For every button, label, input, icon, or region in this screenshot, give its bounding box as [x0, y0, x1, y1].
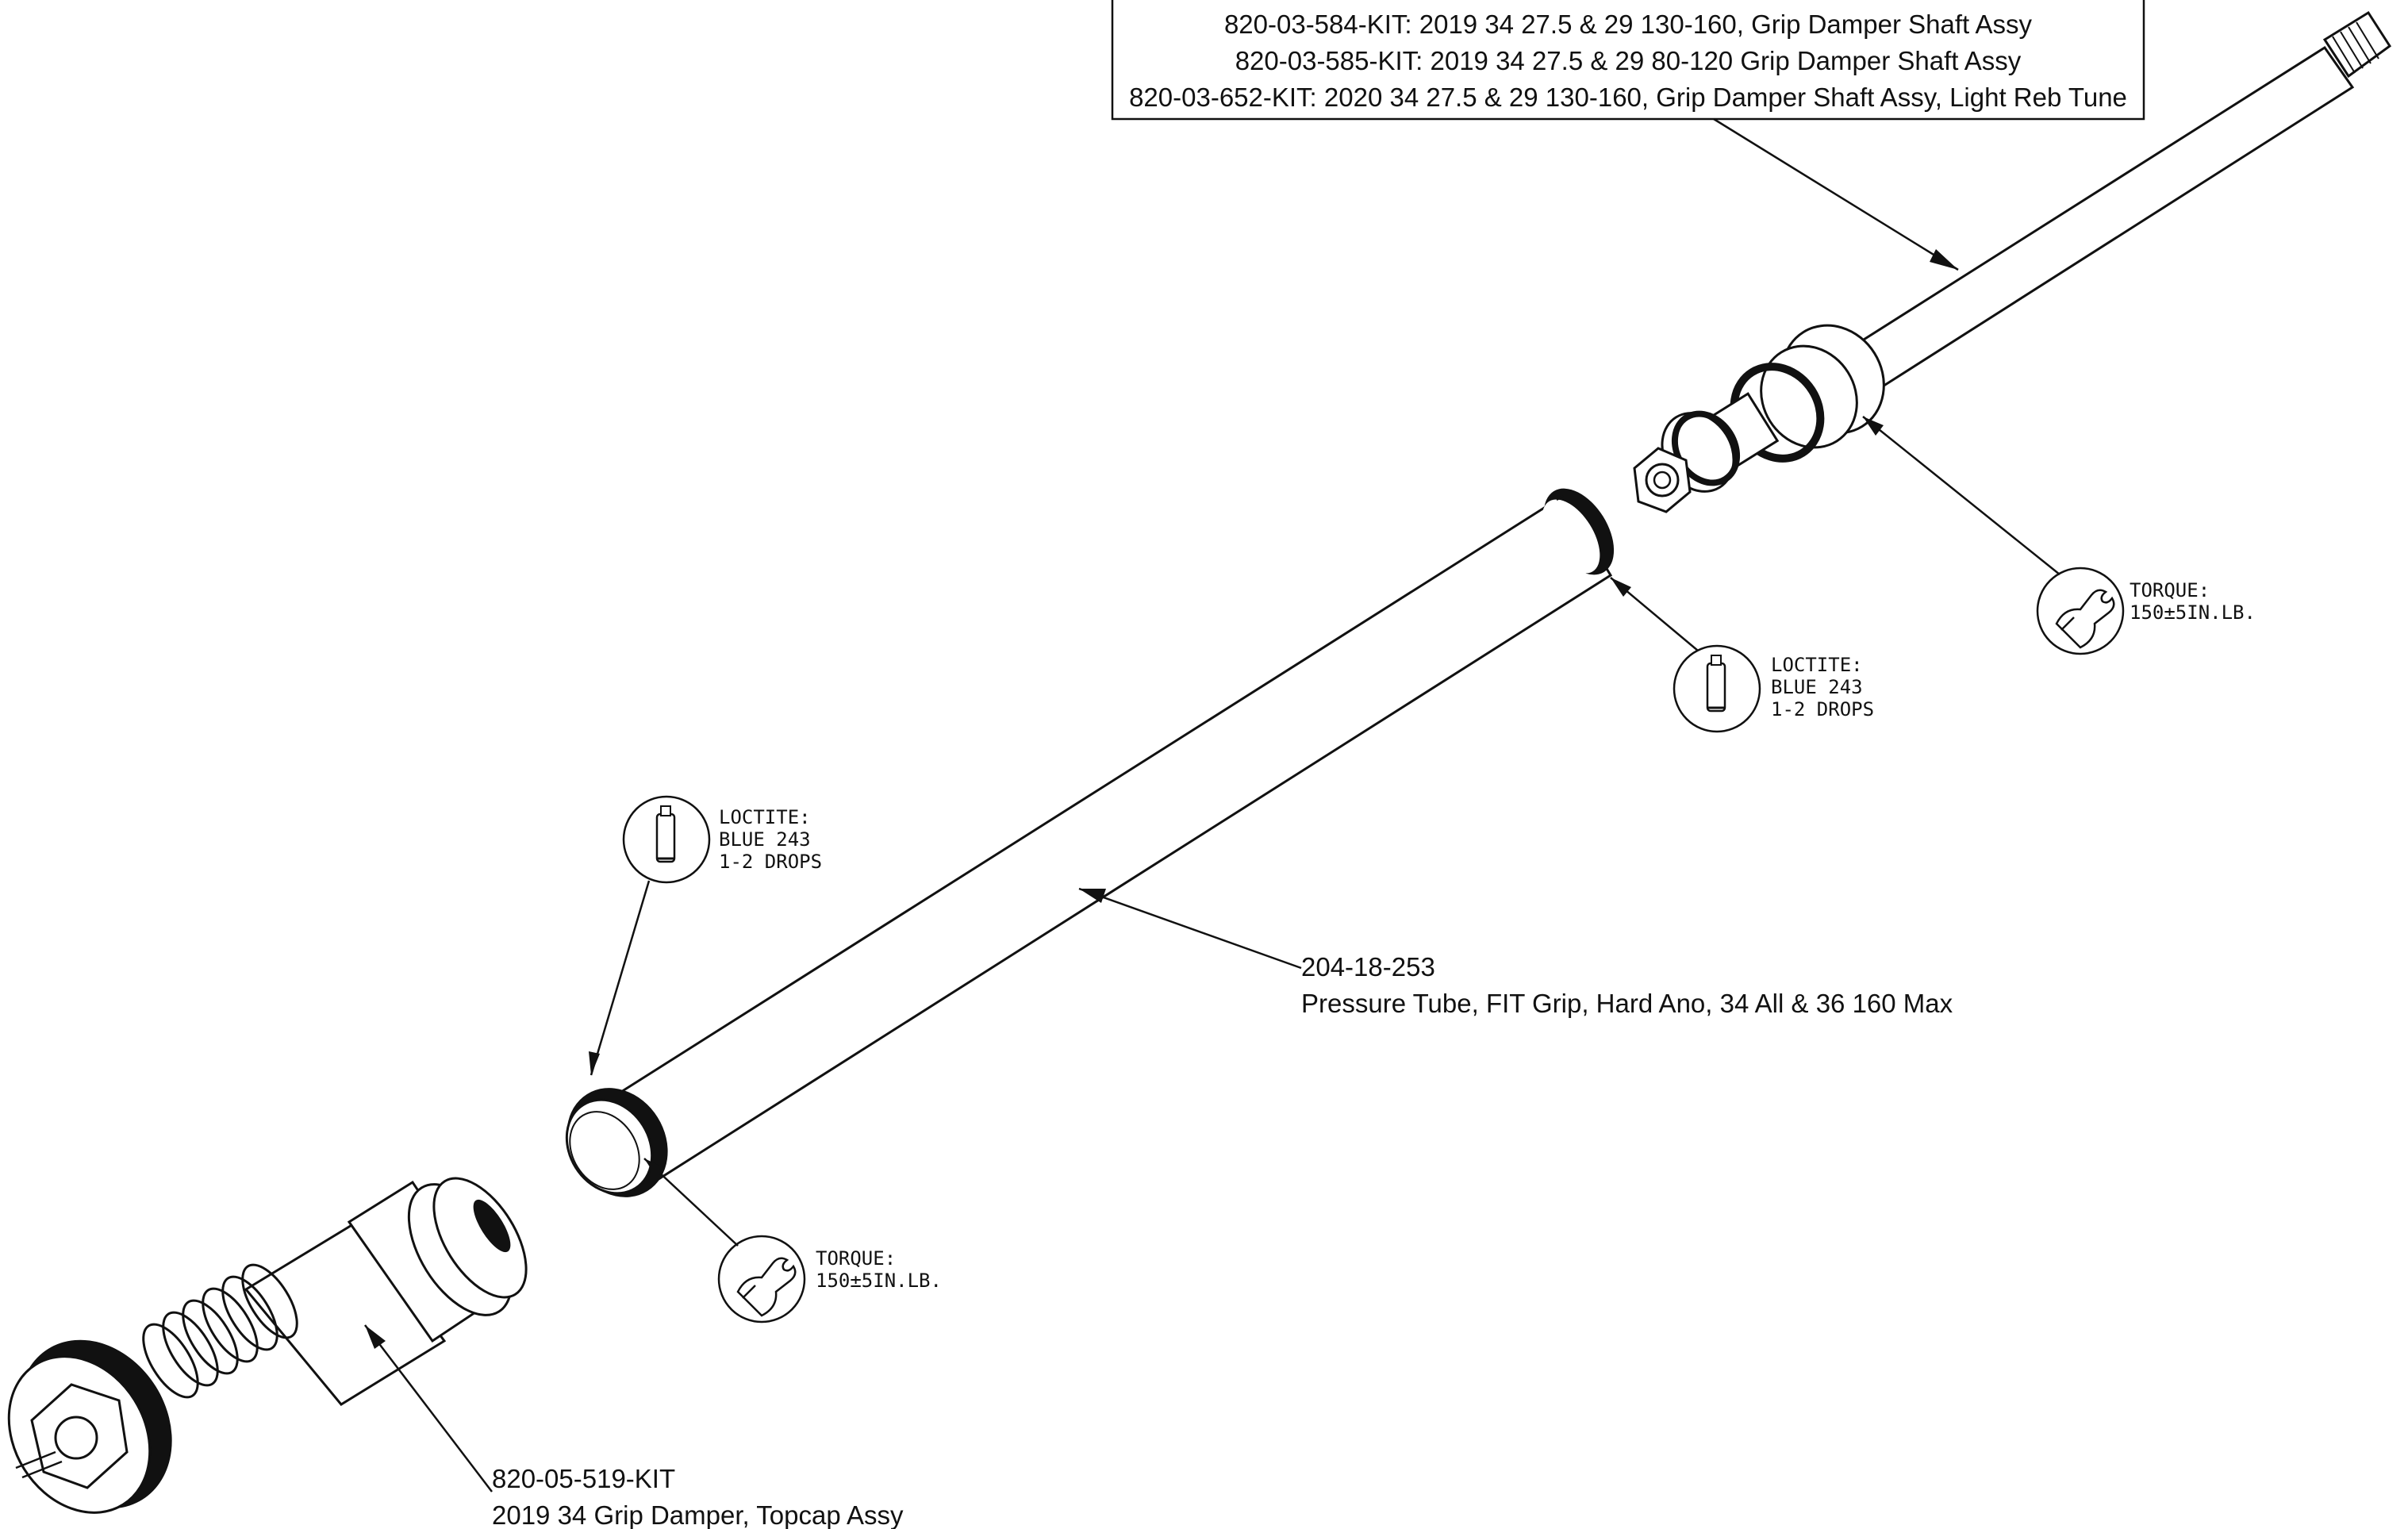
topcap-leader-line [364, 1324, 493, 1493]
pressure-tube-part-number: 204-18-253 [1301, 952, 1435, 982]
wrench-hand-icon [736, 1257, 797, 1317]
torque-lower-line-2: 150±5IN.LB. [816, 1270, 942, 1292]
loctite-lower-line-3: 1-2 DROPS [719, 851, 822, 873]
loctite-tube-icon [655, 805, 676, 863]
pressure-tube [565, 488, 1615, 1197]
loctite-tube-icon [1706, 655, 1726, 713]
topcap-leader-arrow [365, 1325, 386, 1349]
loctite-callout-lower: LOCTITE: BLUE 243 1-2 DROPS [622, 795, 822, 884]
loctite-callout-upper: LOCTITE: BLUE 243 1-2 DROPS [1673, 644, 1874, 733]
torque-lower-line-1: TORQUE: [816, 1247, 896, 1270]
topcap-assembly [7, 1177, 528, 1514]
kit-leader-line [1713, 117, 1959, 271]
torque-callout-upper: TORQUE: 150±5IN.LB. [2036, 567, 2256, 655]
pressure-tube-leader-arrow [1079, 889, 1106, 903]
kit-label-box: 820-03-584-KIT: 2019 34 27.5 & 29 130-16… [1111, 0, 2145, 121]
wrench-hand-icon [2055, 589, 2115, 649]
torque-upper-line-2: 150±5IN.LB. [2130, 601, 2256, 624]
loctite-lower-line-1: LOCTITE: [719, 806, 811, 828]
pressure-tube-leader-line [1078, 887, 1302, 970]
torque-callout-lower: TORQUE: 150±5IN.LB. [717, 1235, 942, 1323]
loctite-upper-line-3: 1-2 DROPS [1771, 698, 1874, 720]
topcap-part-number: 820-05-519-KIT [492, 1464, 675, 1493]
loctite-upper-line-2: BLUE 243 [1771, 676, 1863, 698]
damper-shaft-assembly [1633, 10, 2392, 513]
loctite-upper-line-1: LOCTITE: [1771, 654, 1863, 676]
kit-line-3: 820-03-652-KIT: 2020 34 27.5 & 29 130-16… [1129, 83, 2127, 112]
loctite-lower-leader [590, 880, 651, 1076]
torque-upper-leader [1862, 416, 2060, 575]
kit-line-2: 820-03-585-KIT: 2019 34 27.5 & 29 80-120… [1235, 46, 2022, 75]
kit-line-1: 820-03-584-KIT: 2019 34 27.5 & 29 130-16… [1224, 10, 2033, 39]
torque-upper-line-1: TORQUE: [2130, 579, 2210, 601]
pressure-tube-description: Pressure Tube, FIT Grip, Hard Ano, 34 Al… [1301, 989, 1953, 1018]
kit-leader-arrow [1930, 249, 1958, 270]
loctite-lower-line-2: BLUE 243 [719, 828, 811, 851]
topcap-description: 2019 34 Grip Damper, Topcap Assy [492, 1500, 904, 1529]
